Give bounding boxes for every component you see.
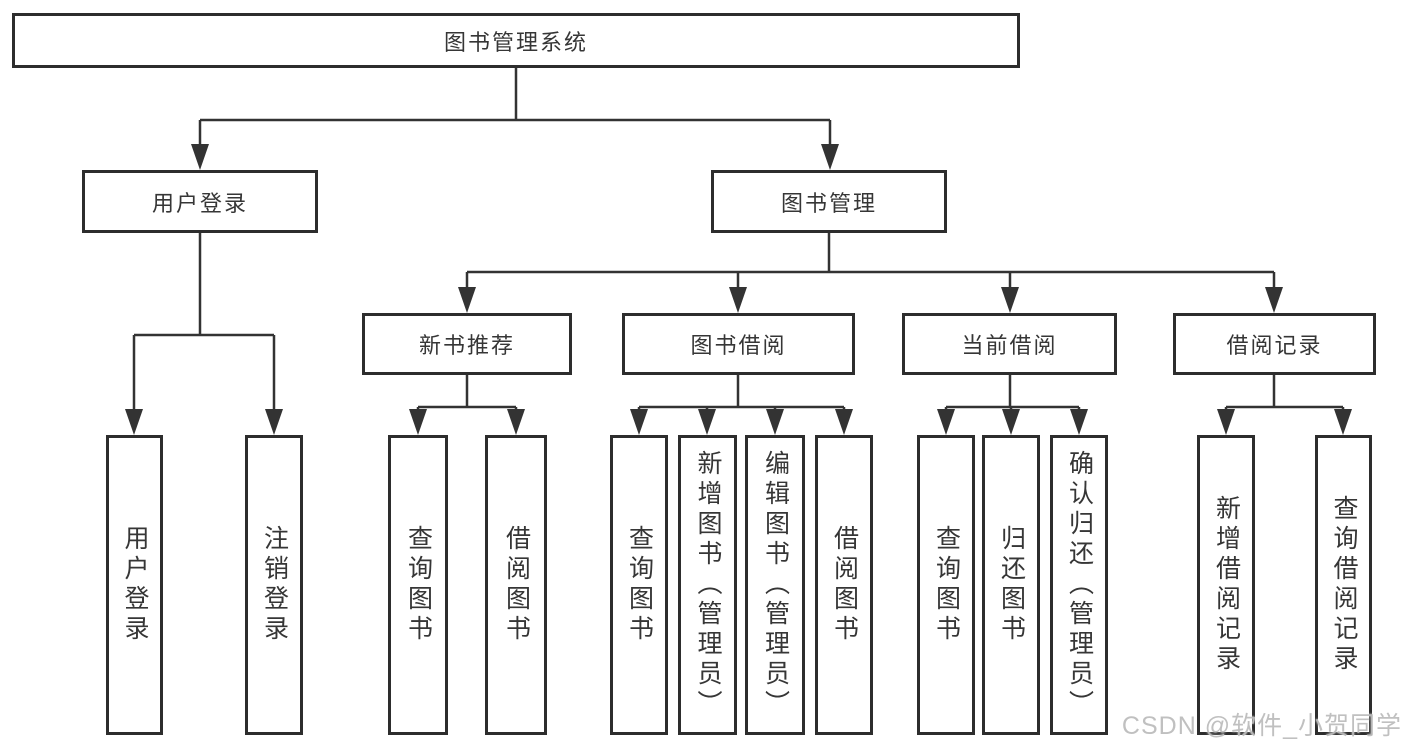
- node-root-library-system: 图书管理系统: [12, 13, 1020, 68]
- leaf-add-borrow-record: 新增借阅记录: [1197, 435, 1255, 735]
- node-current-borrow: 当前借阅: [902, 313, 1117, 375]
- book-management-connector: [458, 233, 1283, 313]
- current-borrow-connector: [937, 375, 1088, 435]
- borrow-records-connector: [1217, 375, 1352, 435]
- node-new-book-recommend: 新书推荐: [362, 313, 572, 375]
- leaf-confirm-return-admin: 确认归还（管理员）: [1050, 435, 1108, 735]
- leaf-query-borrow-record: 查询借阅记录: [1315, 435, 1372, 735]
- leaf-query-books-1: 查询图书: [388, 435, 448, 735]
- leaf-logout: 注销登录: [245, 435, 303, 735]
- leaf-return-books: 归还图书: [982, 435, 1040, 735]
- node-borrow-records: 借阅记录: [1173, 313, 1376, 375]
- node-book-management: 图书管理: [711, 170, 947, 233]
- leaf-edit-book-admin: 编辑图书（管理员）: [745, 435, 805, 735]
- leaf-borrow-books-2: 借阅图书: [815, 435, 873, 735]
- new-book-rec-connector: [409, 375, 525, 435]
- node-book-borrow: 图书借阅: [622, 313, 855, 375]
- user-login-connector: [125, 233, 283, 435]
- book-borrow-connector: [630, 375, 853, 435]
- leaf-borrow-books-1: 借阅图书: [485, 435, 547, 735]
- leaf-query-books-2: 查询图书: [610, 435, 668, 735]
- csdn-watermark: CSDN @软件_小贺同学: [1121, 712, 1402, 740]
- leaf-user-login: 用户登录: [106, 435, 163, 735]
- root-to-level2-connector: [191, 68, 839, 170]
- node-user-login: 用户登录: [82, 170, 318, 233]
- leaf-add-book-admin: 新增图书（管理员）: [678, 435, 737, 735]
- leaf-query-books-3: 查询图书: [917, 435, 975, 735]
